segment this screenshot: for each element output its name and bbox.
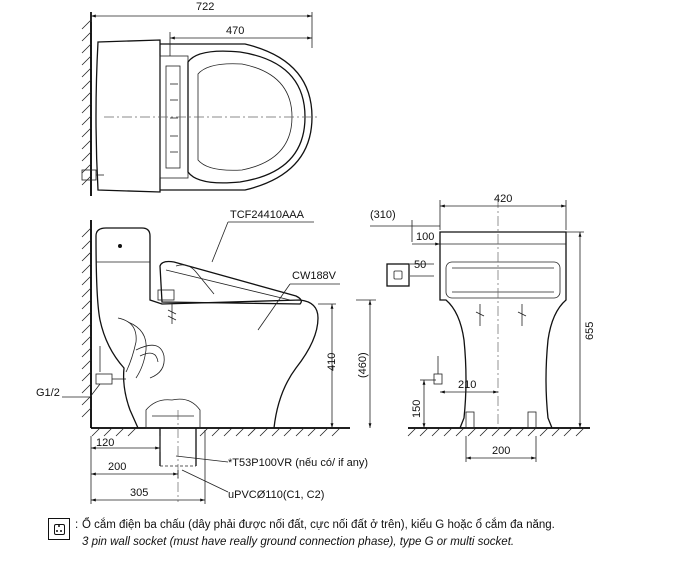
dim-150: 150 <box>411 400 423 418</box>
legend: : Ổ cắm điện ba chấu (dây phải được nối … <box>48 515 688 559</box>
dim-100: 100 <box>416 231 434 243</box>
dim-420: 420 <box>494 193 512 205</box>
rear-view: 420 (310) 100 50 655 210 150 200 <box>370 193 596 462</box>
dim-470: 470 <box>226 25 244 37</box>
dim-410: 410 <box>326 353 338 371</box>
label-seat-model: TCF24410AAA <box>230 209 305 221</box>
label-supply-valve: G1/2 <box>36 387 60 399</box>
dim-210: 210 <box>458 379 476 391</box>
legend-text-english: 3 pin wall socket (must have really grou… <box>82 536 515 548</box>
label-bowl-model: CW188V <box>292 270 337 282</box>
legend-colon: : <box>75 519 79 531</box>
side-view: TCF24410AAA CW188V G1/2 *T53P100VR (nếu … <box>36 209 376 504</box>
dim-200-rear: 200 <box>492 445 510 457</box>
wall-socket-icon <box>48 518 70 540</box>
label-drain-pipe: uPVCØ110(C1, C2) <box>228 489 324 501</box>
dim-655: 655 <box>584 322 596 340</box>
dim-200-side: 200 <box>108 461 126 473</box>
dim-305: 305 <box>130 487 148 499</box>
legend-text-vietnamese: Ổ cắm điện ba chấu (dây phải được nối đấ… <box>82 519 555 531</box>
dim-310: (310) <box>370 209 396 221</box>
dim-460: (460) <box>357 352 369 378</box>
top-view: 722 470 <box>81 1 318 196</box>
label-flange-note: *T53P100VR (nếu có/ if any) <box>228 457 368 469</box>
dim-120: 120 <box>96 437 114 449</box>
dim-50: 50 <box>414 259 426 271</box>
dim-722: 722 <box>196 1 214 13</box>
